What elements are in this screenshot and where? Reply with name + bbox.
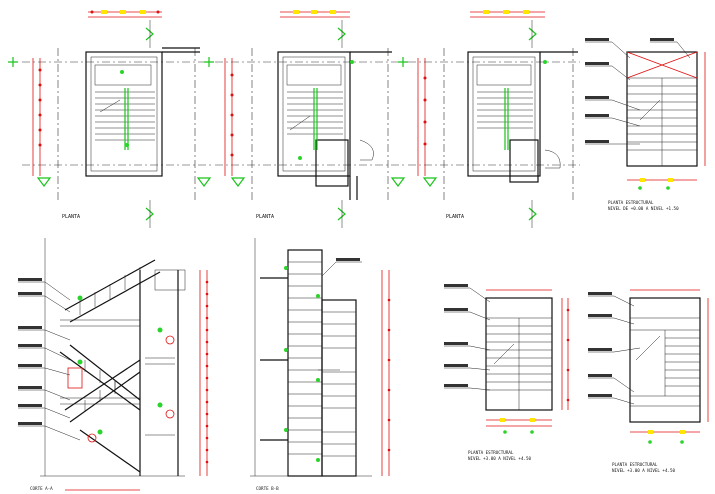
structural-plan-top: PLANTA ESTRUCTURAL NIVEL DE +0.00 A NIVE… — [585, 38, 706, 211]
section-a-label: CORTE A-A — [30, 486, 53, 491]
section-a: CORTE A-A — [18, 238, 209, 491]
stair-plan-a: PLANTA — [8, 10, 212, 228]
plan-a-label: PLANTA — [62, 214, 80, 220]
stair-plan-b: PLANTA — [204, 10, 406, 228]
plan-c-label: PLANTA — [446, 214, 464, 220]
structural-plan-bottom-left: PLANTA ESTRUCTURAL NIVEL +3.00 A NIVEL +… — [444, 284, 570, 461]
structural-plan-bottom-right-title: PLANTA ESTRUCTURAL — [612, 462, 658, 467]
structural-plan-bottom-left-subtitle: NIVEL +3.00 A NIVEL +4.50 — [468, 456, 532, 461]
structural-plan-top-title: PLANTA ESTRUCTURAL — [608, 200, 654, 205]
section-b-label: CORTE B-B — [256, 486, 279, 491]
plan-b-label: PLANTA — [256, 214, 274, 220]
structural-plan-bottom-right-subtitle: NIVEL +3.00 A NIVEL +4.50 — [612, 468, 676, 473]
structural-plan-bottom-left-title: PLANTA ESTRUCTURAL — [468, 450, 514, 455]
structural-plan-top-subtitle: NIVEL DE +0.00 A NIVEL +1.50 — [608, 206, 679, 211]
section-b: CORTE B-B — [250, 238, 391, 491]
structural-plan-bottom-right: PLANTA ESTRUCTURAL NIVEL +3.00 A NIVEL +… — [588, 289, 709, 473]
stair-plan-c: PLANTA — [398, 10, 580, 228]
